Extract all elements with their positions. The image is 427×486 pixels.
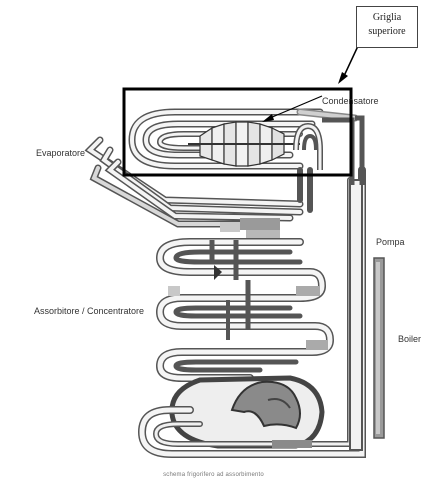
callout-arrow: [338, 46, 358, 84]
label-pompa: Pompa: [376, 237, 405, 247]
pump-pipe: [322, 118, 362, 450]
boiler: [374, 258, 384, 438]
label-assorbitore: Assorbitore / Concentratore: [34, 306, 144, 316]
callout-line-1: Griglia: [357, 11, 417, 25]
reservoir: [172, 378, 322, 446]
label-boiler: Boiler: [398, 334, 421, 344]
diagram-caption: schema frigorifero ad assorbimento: [0, 472, 427, 478]
absorber-coil: [160, 242, 330, 378]
callout-line-2: superiore: [357, 25, 417, 39]
label-evaporatore: Evaporatore: [36, 148, 85, 158]
upper-grille-callout: Griglia superiore: [356, 6, 418, 48]
condenser-fins: [188, 122, 300, 166]
label-condensatore: Condensatore: [322, 96, 379, 106]
